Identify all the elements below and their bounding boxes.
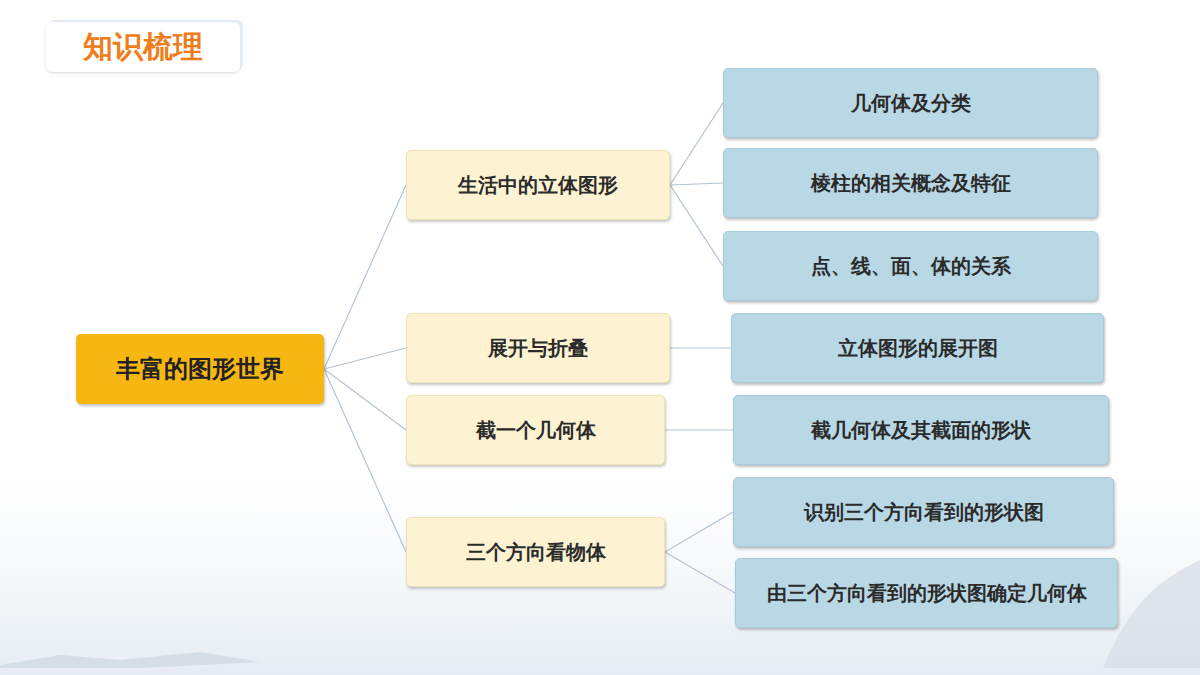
topic-label: 几何体及分类 — [851, 90, 971, 117]
leaf-topic: 棱柱的相关概念及特征 — [723, 148, 1098, 218]
leaf-topic: 由三个方向看到的形状图确定几何体 — [735, 558, 1118, 628]
leaf-topic: 立体图形的展开图 — [731, 313, 1104, 383]
branch-line — [324, 369, 406, 430]
topic-label: 生活中的立体图形 — [458, 172, 618, 199]
leaf-topic: 截几何体及其截面的形状 — [733, 395, 1109, 465]
topic-label: 棱柱的相关概念及特征 — [811, 170, 1011, 197]
branch-line — [665, 552, 735, 593]
branch-topic: 展开与折叠 — [406, 313, 670, 383]
branch-line — [324, 369, 406, 552]
branch-line — [670, 183, 723, 185]
title-tab: 知识梳理 — [46, 22, 240, 72]
leaf-topic: 点、线、面、体的关系 — [723, 231, 1098, 301]
topic-label: 三个方向看物体 — [466, 539, 606, 566]
branch-line — [324, 348, 406, 369]
topic-label: 丰富的图形世界 — [116, 353, 284, 385]
root-topic: 丰富的图形世界 — [76, 334, 324, 404]
topic-label: 点、线、面、体的关系 — [811, 253, 1011, 280]
topic-label: 由三个方向看到的形状图确定几何体 — [767, 580, 1087, 607]
branch-line — [665, 512, 733, 552]
branch-topic: 生活中的立体图形 — [406, 150, 670, 220]
branch-topic: 截一个几何体 — [406, 395, 665, 465]
topic-label: 截一个几何体 — [476, 417, 596, 444]
branch-line — [324, 185, 406, 369]
ground-strip — [0, 668, 1200, 675]
leaf-topic: 几何体及分类 — [723, 68, 1098, 138]
topic-label: 立体图形的展开图 — [838, 335, 998, 362]
topic-label: 识别三个方向看到的形状图 — [804, 499, 1044, 526]
branch-line — [670, 185, 723, 266]
branch-line — [670, 347, 731, 348]
branch-line — [670, 103, 723, 185]
title-text: 知识梳理 — [83, 27, 203, 68]
leaf-topic: 识别三个方向看到的形状图 — [733, 477, 1114, 547]
branch-topic: 三个方向看物体 — [406, 517, 665, 587]
topic-label: 截几何体及其截面的形状 — [811, 417, 1031, 444]
branch-line — [665, 429, 733, 430]
topic-label: 展开与折叠 — [488, 335, 588, 362]
